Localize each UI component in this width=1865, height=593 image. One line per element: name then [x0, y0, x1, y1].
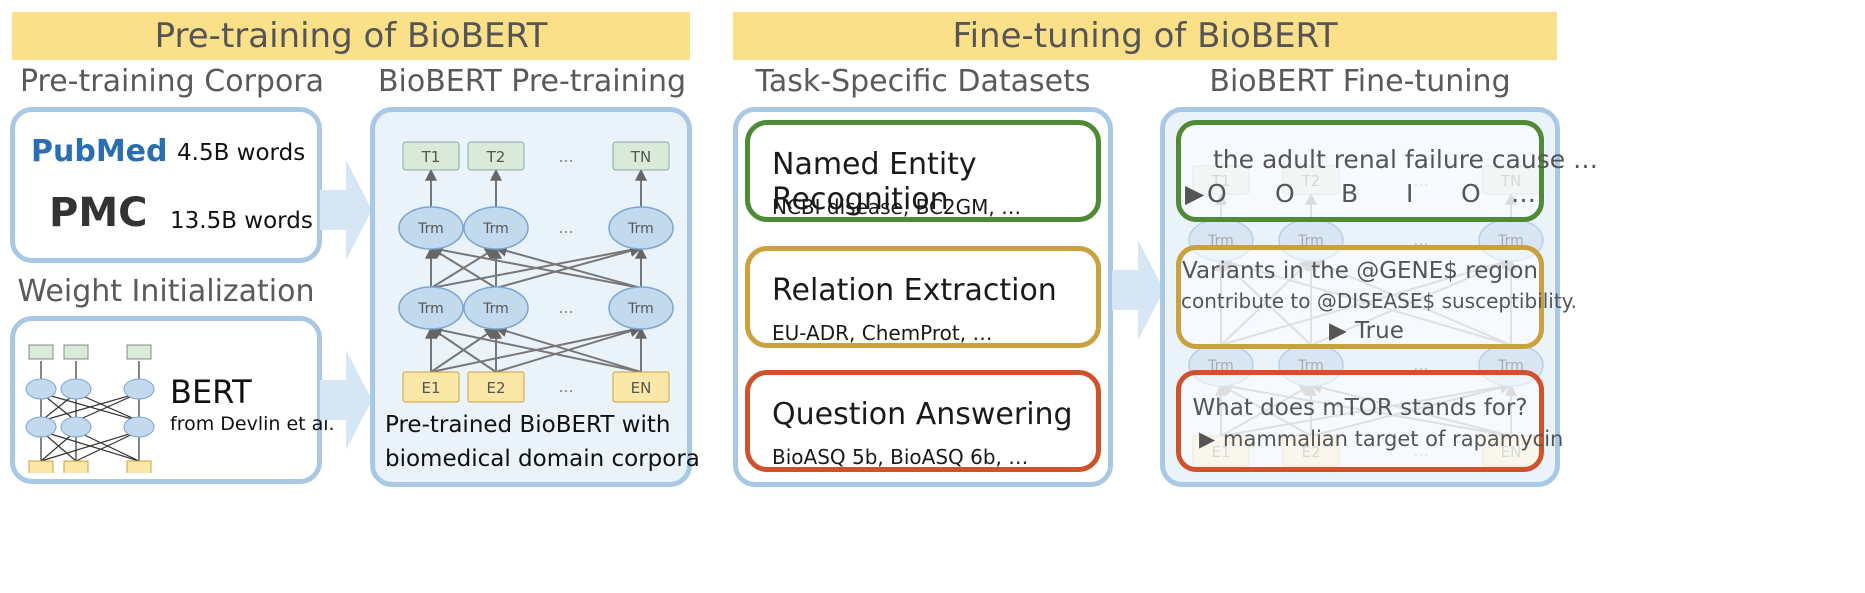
- bert-box: BERT from Devlin et al.: [10, 316, 335, 484]
- finetuning-model-title: BioBERT Fine-tuning: [1209, 64, 1511, 99]
- ellipsis-label: ...: [558, 377, 573, 396]
- pmc-word-count: 13.5B words: [170, 208, 313, 234]
- transformer-node: [398, 286, 464, 330]
- pubmed-word-count: 4.5B words: [177, 140, 306, 166]
- pretraining-banner: Pre-training of BioBERT: [12, 12, 690, 60]
- output-token-label: T1: [421, 148, 441, 166]
- finetune-card-re: Variants in the @GENE$ region contribute…: [1176, 245, 1578, 349]
- ellipsis-label: ...: [558, 147, 573, 166]
- transformer-node-label: Trm: [417, 301, 444, 317]
- ner-tag: O: [1461, 179, 1481, 208]
- bert-mini-diagram: [25, 344, 155, 473]
- input-token-box: [467, 371, 525, 403]
- task-title-re: Relation Extraction: [772, 273, 1057, 308]
- task-datasets-re: EU-ADR, ChemProt, …: [772, 321, 993, 345]
- weight-init-title: Weight Initialization: [17, 274, 315, 309]
- task-title-ner: Named Entity Recognition: [772, 147, 977, 217]
- pubmed-logo: PubMed: [31, 134, 168, 169]
- transformer-node: [608, 206, 674, 250]
- pretraining-caption-line1: Pre-trained BioBERT with: [385, 412, 671, 438]
- arrow-bert-to-pretraining: [320, 350, 372, 450]
- task-card-ner: Named Entity Recognition NCBI disease, B…: [745, 120, 1101, 222]
- qa-output-arrow-icon: ▶: [1199, 427, 1216, 451]
- output-token-label: T2: [486, 148, 506, 166]
- transformer-node-label: Trm: [482, 301, 509, 317]
- output-token-box: [402, 141, 460, 171]
- re-answer: True: [1355, 318, 1404, 344]
- ellipsis-label: ...: [558, 298, 573, 317]
- bert-source: from Devlin et al.: [170, 413, 335, 435]
- connection-arrow: [429, 244, 642, 289]
- finetune-card-qa: What does mTOR stands for? ▶ mammalian t…: [1176, 370, 1563, 472]
- transformer-node: [398, 206, 464, 250]
- transformer-node-label: Trm: [417, 221, 444, 237]
- ner-output-arrow-icon: ▶: [1185, 179, 1205, 208]
- task-datasets-ner: NCBI disease, BC2GM, …: [772, 195, 1022, 219]
- ner-sentence: the adult renal failure cause …: [1213, 145, 1599, 174]
- ellipsis-label: ...: [1413, 230, 1428, 249]
- connection-arrow: [429, 324, 642, 373]
- transformer-node: [463, 206, 529, 250]
- transformer-node-label: Trm: [482, 221, 509, 237]
- corpora-title: Pre-training Corpora: [19, 64, 325, 99]
- re-output-arrow-icon: ▶: [1329, 318, 1347, 344]
- transformer-node-label: Trm: [627, 301, 654, 317]
- task-title-qa: Question Answering: [772, 397, 1073, 432]
- ner-tag: O: [1207, 179, 1227, 208]
- pmc-logo: PMC: [49, 190, 148, 236]
- datasets-title: Task-Specific Datasets: [755, 64, 1091, 99]
- arrow-datasets-to-finetuning: [1112, 240, 1164, 340]
- pretraining-model-title: BioBERT Pre-training: [377, 64, 687, 99]
- ellipsis-label: ...: [1413, 355, 1428, 374]
- ner-tag: …: [1511, 179, 1536, 208]
- qa-answer: mammalian target of rapamycin: [1223, 427, 1564, 451]
- ner-tag: I: [1406, 179, 1414, 208]
- transformer-node-label: Trm: [627, 221, 654, 237]
- bert-label: BERT: [170, 373, 252, 411]
- connection-arrow: [494, 245, 642, 289]
- task-datasets-qa: BioASQ 5b, BioASQ 6b, …: [772, 445, 1029, 469]
- qa-question: What does mTOR stands for?: [1192, 395, 1528, 421]
- input-token-box: [612, 371, 670, 403]
- task-card-re: Relation Extraction EU-ADR, ChemProt, …: [745, 246, 1101, 348]
- task-card-qa: Question Answering BioASQ 5b, BioASQ 6b,…: [745, 370, 1101, 472]
- finetune-card-ner: the adult renal failure cause … ▶ O O B …: [1176, 120, 1598, 222]
- re-sentence-line2: contribute to @DISEASE$ susceptibility.: [1181, 289, 1578, 313]
- transformer-node: [463, 286, 529, 330]
- corpora-box: PubMed 4.5B words PMC 13.5B words: [10, 107, 322, 263]
- input-token-label: EN: [631, 379, 652, 397]
- transformer-node: [608, 286, 674, 330]
- re-sentence-line1: Variants in the @GENE$ region: [1182, 258, 1538, 284]
- output-token-box: [467, 141, 525, 171]
- input-token-label: E2: [486, 379, 505, 397]
- finetuning-banner: Fine-tuning of BioBERT: [733, 12, 1557, 60]
- connection-arrow: [494, 325, 642, 373]
- arrow-corpora-to-pretraining: [320, 160, 372, 260]
- output-token-label: TN: [630, 148, 651, 166]
- ner-tag: B: [1341, 179, 1359, 208]
- input-token-label: E1: [421, 379, 440, 397]
- ner-tag: O: [1275, 179, 1295, 208]
- pretraining-caption-line2: biomedical domain corpora: [385, 446, 700, 472]
- input-token-box: [402, 371, 460, 403]
- ellipsis-label: ...: [558, 218, 573, 237]
- output-token-box: [612, 141, 670, 171]
